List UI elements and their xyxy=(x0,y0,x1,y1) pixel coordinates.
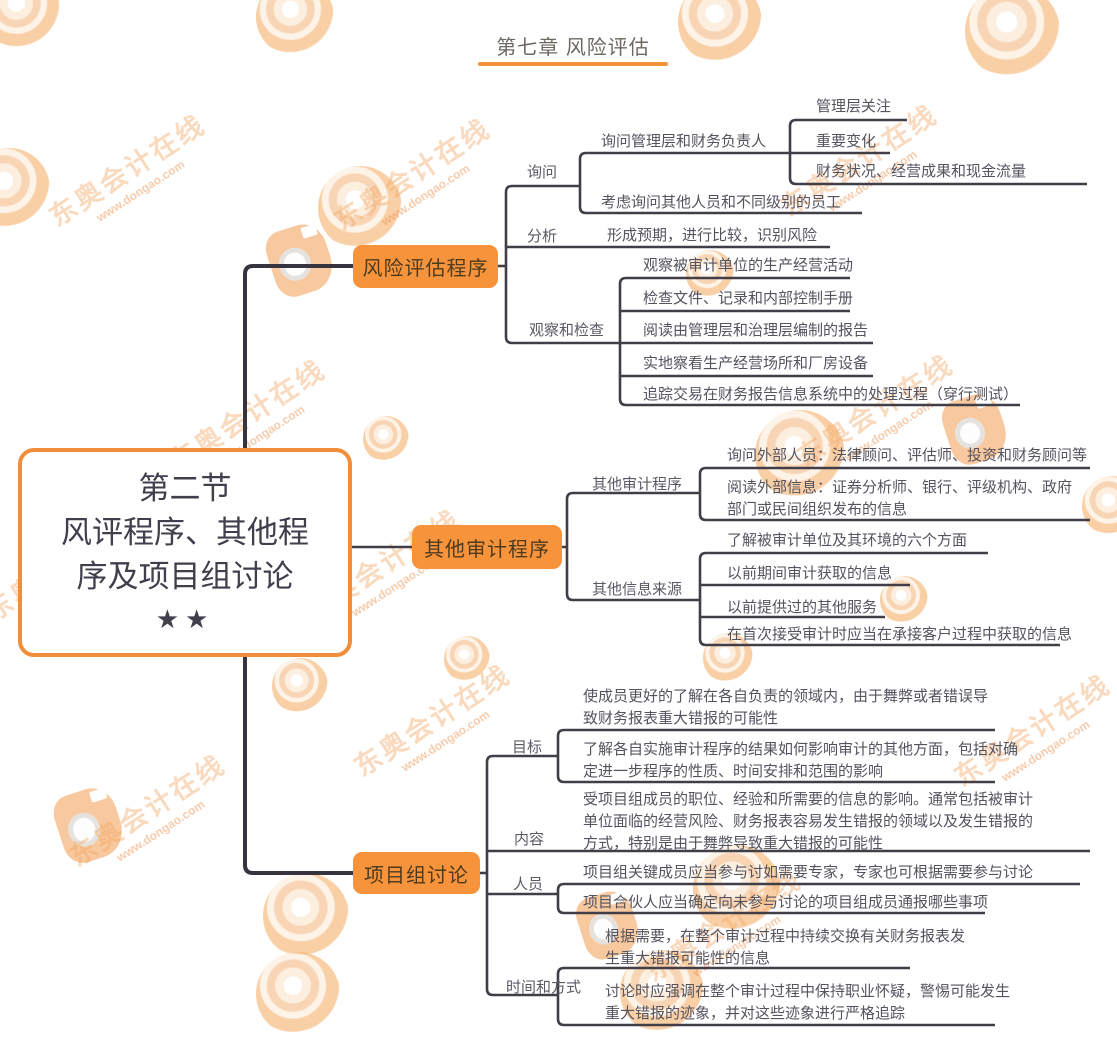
node-professional-skepticism[interactable]: 讨论时应强调在整个审计过程中保持职业怀疑，警惕可能发生重大错报的迹象，并对这些迹… xyxy=(605,983,1011,1022)
node-goal-results-impact[interactable]: 了解各自实施审计程序的结果如何影响审计的其他方面，包括对确定进一步程序的性质、时… xyxy=(583,741,1019,780)
branch-risk-assessment-procedures[interactable]: 风险评估程序 xyxy=(353,245,498,288)
node-inspect-documents[interactable]: 检查文件、记录和内部控制手册 xyxy=(643,290,854,307)
dongao-ring-logo xyxy=(965,0,1060,79)
label-people[interactable]: 人员 xyxy=(513,876,544,893)
dongao-ring-logo xyxy=(620,950,704,1034)
label-inquiry[interactable]: 询问 xyxy=(527,164,558,181)
dongao-ring-logo xyxy=(272,658,328,714)
node-key-members[interactable]: 项目组关键成员应当参与讨如需要专家，专家也可根据需要参与讨论 xyxy=(583,864,1034,881)
branch-team-discussion[interactable]: 项目组讨论 xyxy=(353,852,480,894)
dongao-ring-logo xyxy=(703,633,753,683)
node-goal-fraud-risk[interactable]: 使成员更好的了解在各自负责的领域内，由于舞弊或者错误导致财务报表重大错报的可能性 xyxy=(583,688,989,727)
dongao-ring-logo xyxy=(363,416,409,462)
importance-stars: ★★ xyxy=(155,603,215,634)
dongao-ring-logo xyxy=(263,873,349,959)
label-timing-method[interactable]: 时间和方式 xyxy=(506,979,582,996)
label-goal[interactable]: 目标 xyxy=(512,739,543,756)
node-partner-communication[interactable]: 项目合伙人应当确定向未参与讨论的项目组成员通报哪些事项 xyxy=(583,894,989,911)
dongao-ring-logo xyxy=(755,410,845,500)
node-analysis-expectation[interactable]: 形成预期，进行比较，识别风险 xyxy=(607,227,818,244)
node-six-aspects[interactable]: 了解被审计单位及其环境的六个方面 xyxy=(727,532,968,549)
root-line-2: 风评程序、其他程 xyxy=(61,514,309,550)
node-read-external-info[interactable]: 阅读外部信息：证券分析师、银行、评级机构、政府部门或民间组织发布的信息 xyxy=(727,479,1073,518)
node-management-focus[interactable]: 管理层关注 xyxy=(816,98,892,115)
node-inquire-management[interactable]: 询问管理层和财务负责人 xyxy=(601,133,767,150)
dongao-ring-logo xyxy=(444,636,490,682)
chapter-title-underline xyxy=(478,62,668,66)
dongao-ring-logo xyxy=(318,166,402,250)
dongao-ring-logo xyxy=(256,952,340,1036)
node-content-detail[interactable]: 受项目组成员的职位、经验和所需要的信息的影响。通常包括被审计单位面临的经营风险、… xyxy=(583,791,1034,852)
root-node[interactable]: 第二节 风评程序、其他程 序及项目组讨论 ★★ xyxy=(18,448,352,657)
node-prior-services[interactable]: 以前提供过的其他服务 xyxy=(727,599,878,616)
label-other-audit-procedures[interactable]: 其他审计程序 xyxy=(592,476,683,493)
root-line-3: 序及项目组讨论 xyxy=(76,558,294,594)
node-prior-audit-info[interactable]: 以前期间审计获取的信息 xyxy=(727,565,893,582)
node-continuous-exchange[interactable]: 根据需要，在整个审计过程中持续交换有关财务报表发生重大错报可能性的信息 xyxy=(605,928,966,967)
node-financial-status[interactable]: 财务状况、经营成果和现金流量 xyxy=(816,163,1027,180)
branch-other-audit-procedures[interactable]: 其他审计程序 xyxy=(412,525,562,569)
node-read-reports[interactable]: 阅读由管理层和治理层编制的报告 xyxy=(643,322,869,339)
node-inquire-others[interactable]: 考虑询问其他人员和不同级别的员工 xyxy=(601,194,842,211)
label-other-info-sources[interactable]: 其他信息来源 xyxy=(592,581,683,598)
node-walkthrough-test[interactable]: 追踪交易在财务报告信息系统中的处理过程（穿行测试） xyxy=(643,386,1019,403)
node-initial-engagement-info[interactable]: 在首次接受审计时应当在承接客户过程中获取的信息 xyxy=(727,626,1073,643)
label-analysis[interactable]: 分析 xyxy=(527,228,558,245)
node-observe-operations[interactable]: 观察被审计单位的生产经营活动 xyxy=(643,257,854,274)
label-content[interactable]: 内容 xyxy=(514,831,545,848)
root-line-1: 第二节 xyxy=(138,470,232,506)
dongao-ring-logo xyxy=(693,845,781,933)
label-observe-inspect[interactable]: 观察和检查 xyxy=(529,322,605,339)
node-inquire-external[interactable]: 询问外部人员：法律顾问、评估师、投资和财务顾问等 xyxy=(727,447,1088,464)
node-important-changes[interactable]: 重要变化 xyxy=(816,133,877,150)
chapter-title: 第七章 风险评估 xyxy=(496,37,650,59)
dongao-ring-logo xyxy=(686,250,734,298)
node-site-visit[interactable]: 实地察看生产经营场所和厂房设备 xyxy=(643,355,869,372)
